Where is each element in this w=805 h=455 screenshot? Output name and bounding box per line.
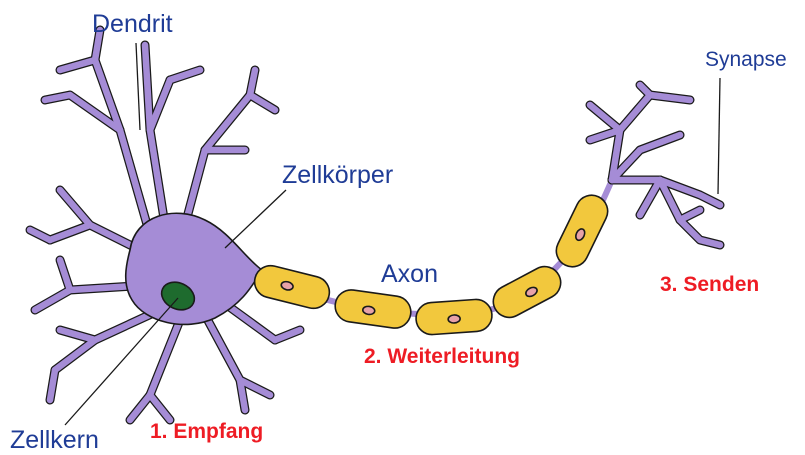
label-zellkern: Zellkern bbox=[10, 428, 99, 453]
axon-terminals bbox=[590, 85, 720, 245]
label-axon: Axon bbox=[381, 262, 438, 287]
label-senden: 3. Senden bbox=[660, 274, 759, 295]
cell-body bbox=[126, 213, 262, 324]
label-dendrit: Dendrit bbox=[92, 12, 173, 37]
label-synapse: Synapse bbox=[705, 49, 787, 70]
label-empfang: 1. Empfang bbox=[150, 421, 263, 442]
label-weiterleitung: 2. Weiterleitung bbox=[364, 346, 520, 367]
label-zellkoerper: Zellkörper bbox=[282, 163, 393, 188]
